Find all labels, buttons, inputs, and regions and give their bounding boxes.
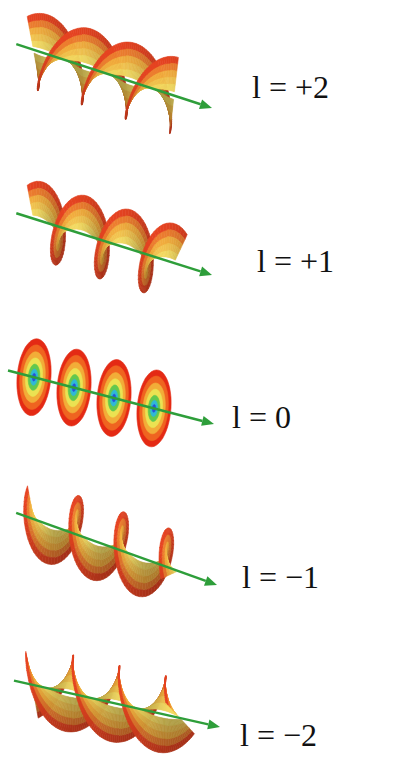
helix-facet [134,86,138,88]
wavefront [16,13,212,133]
helix-facet [37,181,40,188]
helix-facet [170,56,172,63]
helix-facet [81,195,84,202]
helix-facet [122,209,125,216]
helix-facet [126,42,128,49]
helix-facet [31,203,34,210]
helix-facet [37,188,40,195]
helix-facet [81,202,84,209]
helix-facet [172,99,173,106]
helix-facet [125,209,128,216]
helix-facet [90,72,94,74]
wavefront [16,181,212,292]
helix-facet [27,183,31,191]
axis-arrowhead [199,100,212,110]
helix-facet [78,195,81,202]
helix-facet [32,209,34,215]
